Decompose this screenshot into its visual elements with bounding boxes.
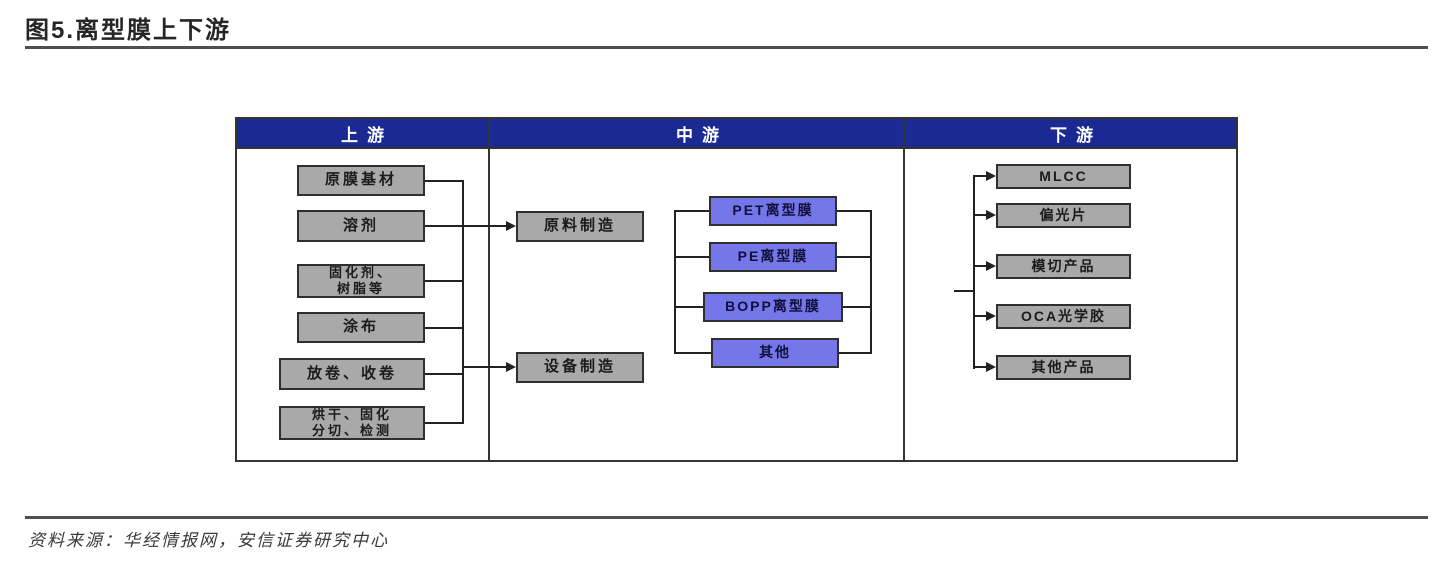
node-midstream-rawmaterial-mfg: 原料制造 xyxy=(516,211,644,242)
connector-downstream-bus xyxy=(973,175,975,369)
figure-title: 图5.离型膜上下游 xyxy=(25,17,232,44)
column-divider-2 xyxy=(903,117,905,462)
node-downstream-diecut: 模切产品 xyxy=(996,254,1131,279)
connector-film-right-stub-2 xyxy=(837,256,872,258)
arrowhead-rawmaterial xyxy=(506,221,516,231)
connector-downstream-line-2 xyxy=(975,214,988,216)
connector-downstream-line-5 xyxy=(975,366,988,368)
node-film-pet: PET离型膜 xyxy=(709,196,837,226)
node-upstream-winding: 放卷、收卷 xyxy=(279,358,425,390)
connector-upstream-stub-4 xyxy=(424,327,462,329)
connector-downstream-line-4 xyxy=(975,315,988,317)
connector-upstream-stub-1 xyxy=(424,180,462,182)
node-upstream-drying-slitting: 烘干、固化 分切、检测 xyxy=(279,406,425,440)
node-upstream-substrate: 原膜基材 xyxy=(297,165,425,196)
connector-downstream-line-3 xyxy=(975,265,988,267)
arrowhead-mlcc xyxy=(986,171,996,181)
node-upstream-solvent: 溶剂 xyxy=(297,210,425,242)
header-upstream: 上游 xyxy=(341,125,393,145)
header-downstream: 下游 xyxy=(1050,125,1102,145)
connector-upstream-bus xyxy=(462,180,464,424)
arrowhead-oca xyxy=(986,311,996,321)
arrowhead-diecut xyxy=(986,261,996,271)
arrowhead-polarizer xyxy=(986,210,996,220)
connector-arrow-to-equipment xyxy=(462,366,508,368)
title-rule xyxy=(25,46,1428,49)
connector-upstream-stub-6 xyxy=(424,422,462,424)
connector-film-left-stub-2 xyxy=(674,256,710,258)
column-divider-1 xyxy=(488,117,490,462)
connector-upstream-stub-3 xyxy=(424,280,462,282)
node-upstream-coating: 涂布 xyxy=(297,312,425,343)
node-film-other: 其他 xyxy=(711,338,839,368)
arrowhead-equipment xyxy=(506,362,516,372)
node-midstream-equipment-mfg: 设备制造 xyxy=(516,352,644,383)
connector-film-left-bus xyxy=(674,210,676,354)
arrowhead-otherproducts xyxy=(986,362,996,372)
node-downstream-other: 其他产品 xyxy=(996,355,1131,380)
node-downstream-oca: OCA光学胶 xyxy=(996,304,1131,329)
connector-film-right-stub-4 xyxy=(839,352,872,354)
connector-film-right-bus xyxy=(870,210,872,354)
node-downstream-mlcc: MLCC xyxy=(996,164,1131,189)
connector-film-left-stub-4 xyxy=(674,352,712,354)
table-header-band xyxy=(235,117,1238,149)
node-upstream-curing-resin: 固化剂、 树脂等 xyxy=(297,264,425,298)
connector-film-left-stub-3 xyxy=(674,306,704,308)
footer-rule xyxy=(25,516,1428,519)
connector-film-right-stub-3 xyxy=(843,306,872,308)
connector-downstream-input-stub xyxy=(954,290,974,292)
connector-upstream-stub-5 xyxy=(424,373,462,375)
connector-film-right-stub-1 xyxy=(837,210,872,212)
node-film-bopp: BOPP离型膜 xyxy=(703,292,843,322)
connector-upstream-stub-2 xyxy=(424,225,462,227)
connector-arrow-to-rawmaterial xyxy=(462,225,508,227)
node-film-pe: PE离型膜 xyxy=(709,242,837,272)
node-downstream-polarizer: 偏光片 xyxy=(996,203,1131,228)
connector-film-left-stub-1 xyxy=(674,210,710,212)
connector-downstream-line-1 xyxy=(975,175,988,177)
source-note: 资料来源：华经情报网，安信证券研究中心 xyxy=(28,531,389,550)
header-midstream: 中游 xyxy=(676,125,728,145)
